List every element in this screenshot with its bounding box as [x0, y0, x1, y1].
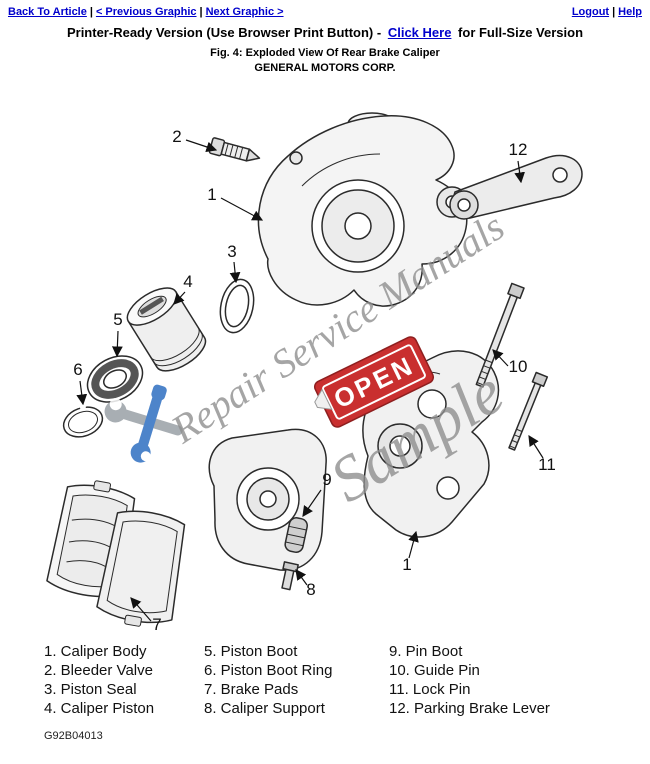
callout-7: 7 — [152, 615, 161, 634]
legend-item: 7. Brake Pads — [204, 681, 299, 698]
callout-12: 12 — [509, 140, 528, 159]
legend-item: 12. Parking Brake Lever — [389, 700, 550, 717]
next-graphic-link[interactable]: Next Graphic > — [205, 6, 284, 18]
legend-column-3: 9. Pin Boot 10. Guide Pin 11. Lock Pin 1… — [389, 642, 609, 718]
callout-2: 2 — [172, 127, 181, 146]
lock-pin-part — [508, 371, 549, 451]
piston-boot-ring-part — [62, 406, 104, 438]
legend-item: 9. Pin Boot — [389, 643, 463, 660]
bleeder-valve-part — [208, 137, 261, 162]
piston-seal-part — [219, 278, 255, 334]
logout-link[interactable]: Logout — [571, 6, 610, 18]
legend-item: 1. Caliper Body — [44, 643, 147, 660]
callout-4: 4 — [183, 272, 192, 291]
legend-item: 10. Guide Pin — [389, 662, 480, 679]
help-link[interactable]: Help — [618, 6, 642, 18]
legend-item: 4. Caliper Piston — [44, 700, 155, 717]
full-size-text: for Full-Size Version — [458, 25, 584, 40]
callout-9: 9 — [322, 470, 331, 489]
legend-column-1: 1. Caliper Body 2. Bleeder Valve 3. Pist… — [44, 642, 204, 718]
part-code: G92B04013 — [44, 730, 103, 742]
parts-legend: 1. Caliper Body 2. Bleeder Valve 3. Pist… — [44, 642, 650, 718]
callout-5: 5 — [113, 310, 122, 329]
legend-column-2: 5. Piston Boot 6. Piston Boot Ring 7. Br… — [204, 642, 389, 718]
diagram-area: 2 1 12 3 4 5 6 10 9 11 8 1 7 Repair Serv… — [0, 74, 650, 640]
printer-ready-line: Printer-Ready Version (Use Browser Print… — [0, 25, 650, 40]
legend-item: 3. Piston Seal — [44, 681, 137, 698]
printer-ready-text: Printer-Ready Version (Use Browser Print… — [66, 25, 382, 40]
figure-caption: Fig. 4: Exploded View Of Rear Brake Cali… — [210, 47, 440, 59]
click-here-link[interactable]: Click Here — [387, 25, 452, 40]
callout-1-bottom: 1 — [402, 555, 411, 574]
separator: | — [612, 6, 616, 18]
brake-pads-part — [46, 480, 186, 627]
guide-pin-part — [475, 282, 525, 388]
callout-11: 11 — [538, 455, 556, 474]
legend-item: 5. Piston Boot — [204, 643, 298, 660]
callout-6: 6 — [73, 360, 82, 379]
company-name: GENERAL MOTORS CORP. — [254, 62, 396, 74]
piston-boot-part — [86, 355, 144, 403]
separator: | — [199, 6, 203, 18]
callout-3: 3 — [227, 242, 236, 261]
callout-10: 10 — [509, 357, 528, 376]
brake-caliper-diagram: 2 1 12 3 4 5 6 10 9 11 8 1 7 Repair Serv… — [46, 112, 583, 634]
caliper-support-part — [208, 428, 327, 591]
legend-item: 6. Piston Boot Ring — [204, 662, 333, 679]
legend-item: 8. Caliper Support — [204, 700, 325, 717]
separator: | — [89, 6, 93, 18]
previous-graphic-link[interactable]: < Previous Graphic — [95, 6, 197, 18]
legend-item: 2. Bleeder Valve — [44, 662, 153, 679]
callout-1-top: 1 — [207, 185, 216, 204]
pin-boot-part — [284, 517, 308, 553]
top-navigation: Back To Article|< Previous Graphic|Next … — [0, 0, 650, 18]
legend-item: 11. Lock Pin — [389, 681, 471, 698]
watermark-tools-icon — [104, 384, 183, 463]
parking-brake-lever-part — [449, 154, 583, 220]
caliper-piston-part — [126, 287, 207, 372]
nav-left: Back To Article|< Previous Graphic|Next … — [8, 6, 284, 18]
leader-lines — [76, 139, 544, 622]
back-to-article-link[interactable]: Back To Article — [8, 6, 87, 18]
nav-right: Logout|Help — [572, 6, 642, 18]
callout-8: 8 — [306, 580, 315, 599]
